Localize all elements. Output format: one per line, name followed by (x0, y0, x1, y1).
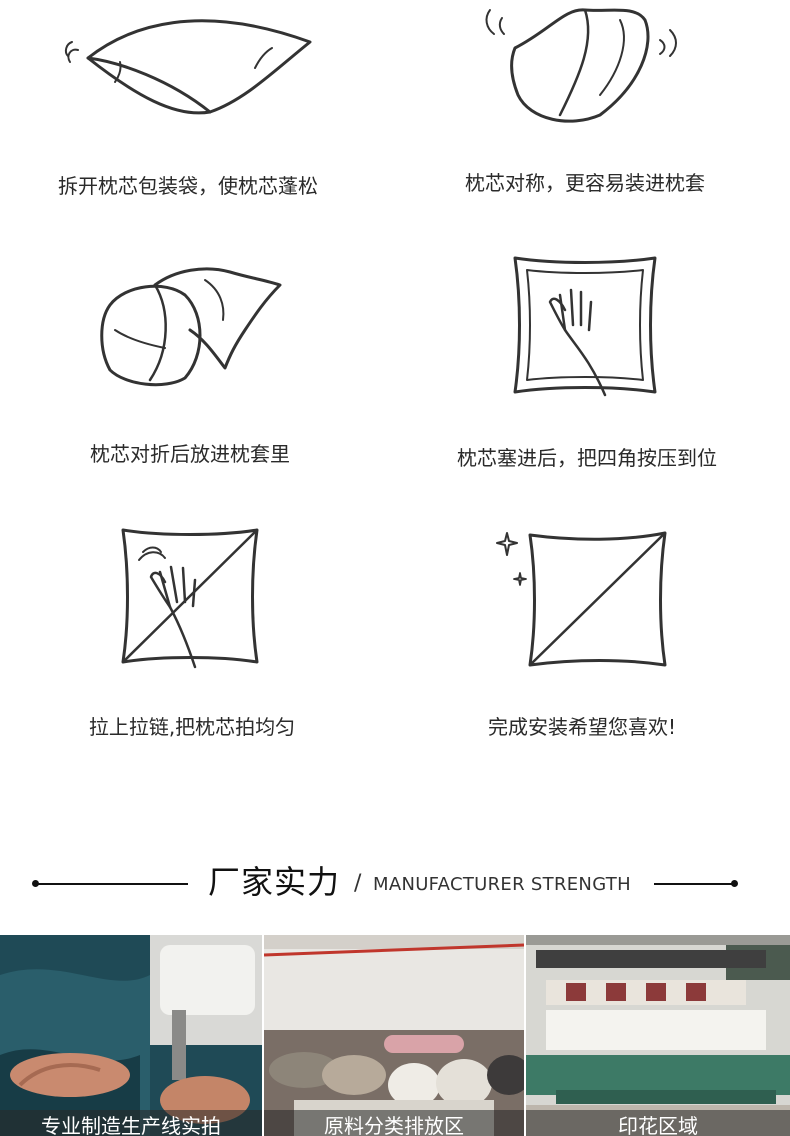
photo-label: 原料分类排放区 (264, 1110, 524, 1136)
step-caption: 拆开枕芯包装袋，使枕芯蓬松 (58, 174, 318, 198)
fluff-pillow-icon (60, 0, 320, 130)
finished-pillow-icon (495, 525, 670, 670)
section-heading: 厂家实力 / MANUFACTURER STRENGTH (0, 855, 790, 915)
sewing-machine-photo: 专业制造生产线实拍 (0, 935, 262, 1136)
heading-rule-right (654, 883, 734, 885)
heading-rule-left (36, 883, 188, 885)
step-caption: 枕芯塞进后，把四角按压到位 (457, 446, 717, 470)
step-caption: 枕芯对折后放进枕套里 (90, 442, 290, 466)
photo-label: 印花区域 (526, 1110, 790, 1136)
photo-label: 专业制造生产线实拍 (0, 1110, 262, 1136)
section-title-zh: 厂家实力 (208, 863, 341, 901)
section-title-en: MANUFACTURER STRENGTH (373, 874, 631, 895)
fabric-rolls-photo: 原料分类排放区 (264, 935, 524, 1136)
press-corners-icon (505, 250, 665, 400)
fold-pillow-icon (470, 0, 700, 135)
step-caption: 完成安装希望您喜欢! (487, 715, 677, 739)
step-caption: 枕芯对称，更容易装进枕套 (465, 171, 705, 195)
step-caption: 拉上拉链,把枕芯拍均匀 (88, 715, 296, 739)
heading-dot-right (731, 880, 738, 887)
section-separator: / (354, 871, 362, 896)
insert-pillow-icon (95, 260, 290, 395)
heading-dot-left (32, 880, 39, 887)
factory-photo-strip: 专业制造生产线实拍 原料分类排放区 (0, 935, 790, 1136)
pat-pillow-icon (115, 522, 265, 672)
printing-machine-photo: 印花区域 (526, 935, 790, 1136)
